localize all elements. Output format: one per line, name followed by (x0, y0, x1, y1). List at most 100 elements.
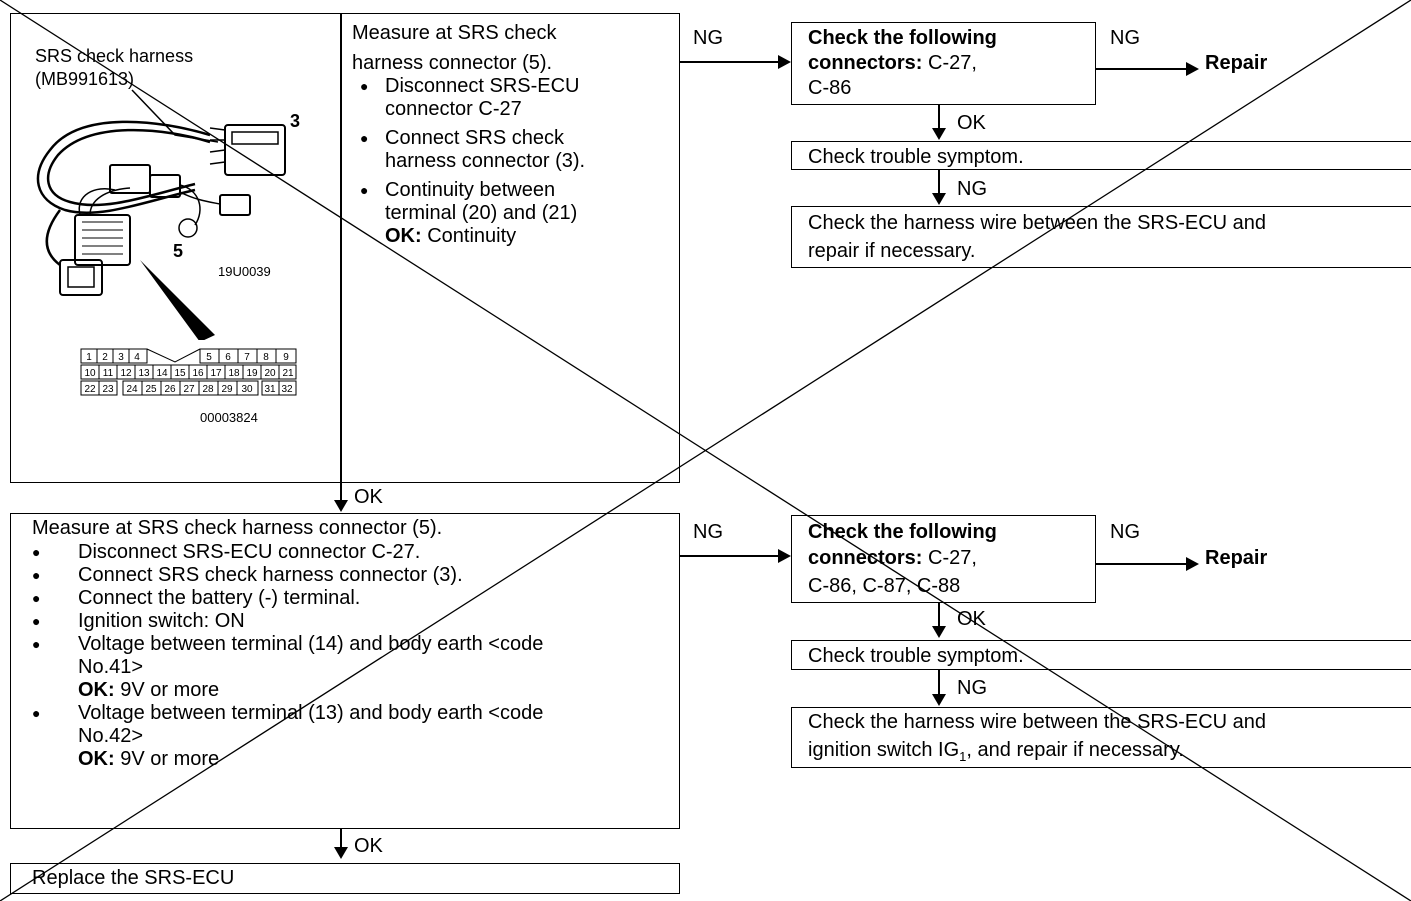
branch2-repair: Repair (1205, 547, 1268, 569)
pin-16: 16 (192, 368, 204, 379)
step2-ng-arrow-line (680, 555, 780, 557)
branch2-ok-arrowhead (932, 626, 946, 638)
branch1-check-line1: Check the following (808, 27, 997, 49)
branch1-ng-label: NG (1110, 27, 1140, 49)
step2-bullet-list: Disconnect SRS-ECU connector C-27. Conne… (32, 541, 672, 771)
pin-9: 9 (283, 352, 289, 363)
step1-instruction-line2: harness connector (5). (352, 52, 553, 74)
step2-bullet-1: Disconnect SRS-ECU connector C-27. (32, 541, 672, 564)
branch1-harness-line2: repair if necessary. (808, 240, 976, 262)
pin-30: 30 (241, 384, 253, 395)
branch1-symptom: Check trouble symptom. (808, 146, 1024, 168)
pin-15: 15 (174, 368, 186, 379)
pin-12: 12 (120, 368, 132, 379)
pin-2: 2 (102, 352, 108, 363)
step2-bullet-5: Voltage between terminal (14) and body e… (32, 633, 672, 702)
branch1-ng2-arrowhead (932, 193, 946, 205)
pin-32: 32 (281, 384, 293, 395)
step2-ng-arrowhead (778, 549, 791, 563)
step2-bullet-2: Connect SRS check harness connector (3). (32, 564, 672, 587)
branch2-ng-label: NG (1110, 521, 1140, 543)
pin-21: 21 (282, 368, 294, 379)
pin-31: 31 (264, 384, 276, 395)
step2-v1-ok-value: 9V or more (120, 679, 220, 701)
pin-13: 13 (138, 368, 150, 379)
pin-26: 26 (164, 384, 176, 395)
pin-6: 6 (225, 352, 231, 363)
callout-5: 5 (173, 241, 184, 261)
branch2-check-line1: Check the following (808, 521, 997, 543)
step2-ng-label: NG (693, 521, 723, 543)
step1-ok-value: Continuity (427, 225, 517, 247)
pin-27: 27 (183, 384, 195, 395)
pin-4: 4 (134, 352, 140, 363)
step2-ok-down-label: OK (354, 835, 383, 857)
branch2-ok-label: OK (957, 608, 986, 630)
branch1-harness-line1: Check the harness wire between the SRS-E… (808, 212, 1267, 234)
pin-8: 8 (263, 352, 269, 363)
step2-ok-arrowhead (334, 847, 348, 859)
step2-v1-ok-label: OK: (78, 679, 115, 701)
step2-instruction: Measure at SRS check harness connector (… (32, 517, 443, 539)
pin-5: 5 (206, 352, 212, 363)
final-replace: Replace the SRS-ECU (32, 867, 235, 889)
branch2-ng2-label: NG (957, 677, 987, 699)
branch2-harness-line1: Check the harness wire between the SRS-E… (808, 711, 1267, 733)
branch2-ng2-arrowhead (932, 694, 946, 706)
branch2-check-line2: connectors: C-27, (808, 547, 977, 569)
pin-28: 28 (202, 384, 214, 395)
branch1-ng-arrowhead (1186, 62, 1199, 76)
pin-17: 17 (210, 368, 222, 379)
pin-1: 1 (86, 352, 92, 363)
step1-ng-arrowhead (778, 55, 791, 69)
pin-29: 29 (221, 384, 233, 395)
branch1-ok-arrowhead (932, 128, 946, 140)
step2-ok-arrow-line (340, 829, 342, 849)
pin-7: 7 (244, 352, 250, 363)
step2-bullet-3: Connect the battery (-) terminal. (32, 587, 672, 610)
pin-3: 3 (118, 352, 124, 363)
step1-divider (340, 13, 342, 483)
step2-bullet-4: Ignition switch: ON (32, 610, 672, 633)
pin-19: 19 (246, 368, 258, 379)
branch2-ng-arrowhead (1186, 557, 1199, 571)
harness-label-line1: SRS check harness (35, 46, 194, 66)
step1-ok-label: OK: (385, 225, 422, 247)
step1-ng-arrow-line (680, 61, 780, 63)
pin-22: 22 (84, 384, 96, 395)
figure-code-2: 00003824 (200, 410, 258, 425)
pin-23: 23 (102, 384, 114, 395)
step1-instruction-line1: Measure at SRS check (352, 22, 557, 44)
pin-18: 18 (228, 368, 240, 379)
branch2-symptom: Check trouble symptom. (808, 645, 1024, 667)
branch1-ng2-label: NG (957, 178, 987, 200)
step2-v2-ok-label: OK: (78, 748, 115, 770)
branch2-harness-line2: ignition switch IG1, and repair if neces… (808, 739, 1184, 764)
figure-code-1: 19U0039 (218, 264, 271, 279)
pin-10: 10 (84, 368, 96, 379)
branch2-ng-arrow-line (1096, 563, 1188, 565)
pin-20: 20 (264, 368, 276, 379)
pin-25: 25 (145, 384, 157, 395)
branch1-check-line3: C-86 (808, 77, 852, 99)
branch2-check-line3: C-86, C-87, C-88 (808, 575, 961, 597)
step1-ok-down-label: OK (354, 486, 383, 508)
branch1-ok-label: OK (957, 112, 986, 134)
step1-ng-label: NG (693, 27, 723, 49)
callout-3: 3 (290, 111, 301, 131)
branch1-check-line2: connectors: C-27, (808, 52, 977, 74)
step1-ok-arrowhead (334, 500, 348, 512)
pin-14: 14 (156, 368, 168, 379)
step2-bullet-6: Voltage between terminal (13) and body e… (32, 702, 672, 771)
branch1-repair: Repair (1205, 52, 1268, 74)
step2-v2-ok-value: 9V or more (120, 748, 220, 770)
harness-illustration (36, 89, 286, 340)
branch1-ng-arrow-line (1096, 68, 1188, 70)
pin-24: 24 (126, 384, 138, 395)
pin-11: 11 (103, 368, 114, 379)
